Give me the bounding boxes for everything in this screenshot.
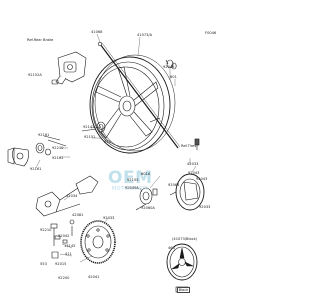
brake-caliper-assembly bbox=[51, 51, 87, 85]
part-callout[interactable]: 92200 bbox=[58, 276, 70, 280]
part-callout[interactable]: 92043 bbox=[196, 177, 208, 181]
part-callout[interactable]: 92153 bbox=[127, 178, 139, 182]
part-callout[interactable]: 92161 bbox=[38, 133, 50, 137]
part-callout[interactable]: 466 bbox=[168, 246, 175, 250]
part-callout[interactable]: 92049A bbox=[125, 186, 139, 190]
ref-rear-brake-label[interactable]: Ref.Rear Brake bbox=[27, 38, 54, 42]
left-hub-parts bbox=[7, 135, 67, 167]
part-callout[interactable]: 13145 bbox=[64, 244, 76, 248]
hub-damper-parts bbox=[135, 187, 158, 211]
part-callout[interactable]: 92033 bbox=[199, 205, 211, 209]
part-callout[interactable]: 92042 bbox=[58, 234, 70, 238]
part-callout[interactable]: 42033 bbox=[187, 162, 199, 166]
ref-tires-label[interactable]: Ref.Tires bbox=[181, 144, 197, 148]
part-callout[interactable]: 553 bbox=[40, 262, 47, 266]
center-spacer bbox=[81, 121, 106, 133]
black-variant-label: Black bbox=[177, 287, 190, 293]
part-callout[interactable]: 92210 bbox=[52, 146, 64, 150]
part-callout[interactable]: 42041 bbox=[88, 275, 100, 279]
fastener-set bbox=[50, 219, 75, 259]
part-callout[interactable]: 92143 bbox=[83, 125, 95, 129]
part-callout[interactable]: 92151 bbox=[84, 135, 96, 139]
part-callout[interactable]: 41068 bbox=[91, 30, 103, 34]
part-callout[interactable]: 92043 bbox=[188, 171, 200, 175]
part-callout[interactable]: 92161 bbox=[52, 156, 64, 160]
part-callout[interactable]: 41073/A bbox=[137, 33, 153, 37]
part-callout[interactable]: 92064 bbox=[168, 183, 180, 187]
watermark-logo: OEM bbox=[108, 168, 153, 188]
part-callout[interactable]: 42034 bbox=[66, 194, 78, 198]
part-callout[interactable]: 92049 bbox=[163, 65, 175, 69]
rear-sprocket bbox=[80, 220, 116, 264]
rear-hub-exploded-diagram bbox=[7, 33, 205, 293]
part-callout[interactable]: 92152A bbox=[28, 73, 42, 77]
leader-lines bbox=[35, 33, 197, 263]
tire-valve bbox=[194, 138, 200, 150]
right-bearing-stack bbox=[165, 59, 177, 70]
part-callout[interactable]: 92060A bbox=[141, 206, 155, 210]
part-callout[interactable]: 601A bbox=[141, 172, 151, 176]
sprocket-coupling bbox=[35, 175, 99, 217]
figure-code: F0046 bbox=[205, 31, 217, 35]
part-callout[interactable]: 92033 bbox=[103, 216, 115, 220]
part-callout[interactable]: 42081 bbox=[72, 213, 84, 217]
black-wheel-inset bbox=[166, 243, 198, 293]
part-callout[interactable]: 601 bbox=[170, 75, 177, 79]
part-callout[interactable]: 92210 bbox=[40, 228, 52, 232]
part-callout[interactable]: 92015 bbox=[55, 262, 67, 266]
part-callout[interactable]: 670 bbox=[104, 140, 111, 144]
watermark-subtext: MOTORPARTS bbox=[112, 186, 150, 192]
part-callout[interactable]: 411 bbox=[65, 252, 72, 256]
part-callout[interactable]: 92161 bbox=[30, 167, 42, 171]
part-callout[interactable]: (41073/Black) bbox=[172, 237, 198, 241]
brake-disc bbox=[169, 173, 205, 211]
rear-wheel bbox=[89, 54, 176, 154]
